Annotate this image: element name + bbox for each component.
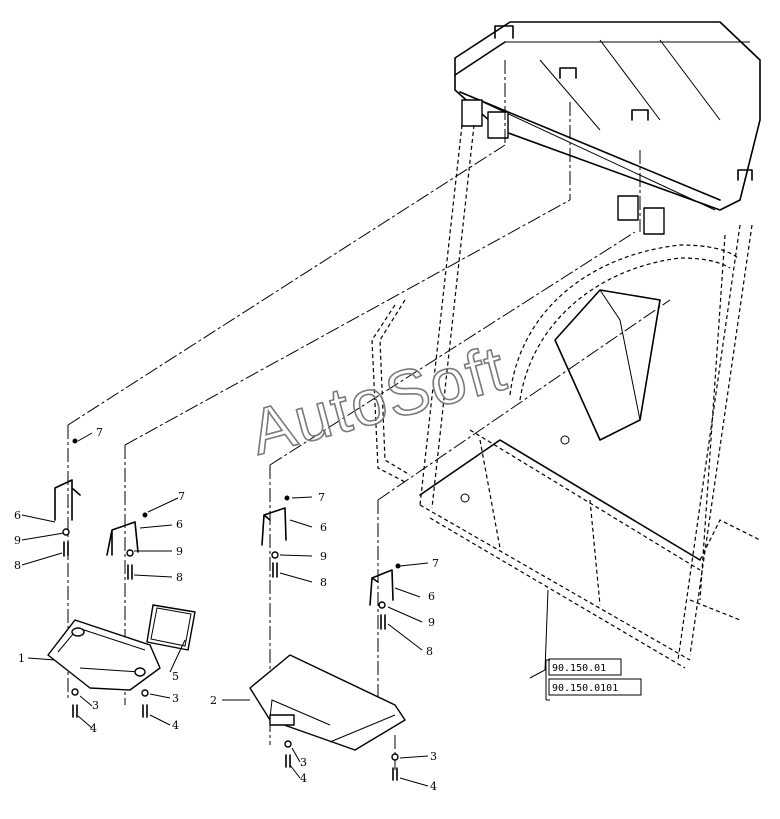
callout-3: 3 [92,699,99,712]
callout-7: 7 [178,490,185,503]
callout-6: 6 [428,590,435,603]
callout-7: 7 [432,557,439,570]
callout-3: 3 [430,750,437,763]
reference-boxes: 90.150.01 90.150.0101 [545,658,642,701]
callout-4: 4 [90,722,97,735]
lens-5 [146,604,196,651]
callout-6: 6 [320,521,327,534]
callout-5: 5 [172,670,179,683]
callout-6: 6 [176,518,183,531]
leader-lines [21,432,549,787]
callout-9: 9 [428,616,435,629]
callout-8: 8 [320,576,327,589]
reference-90-150-01: 90.150.01 [552,663,606,674]
callout-8: 8 [426,645,433,658]
lower-fasteners [71,688,399,781]
callout-2: 2 [210,694,217,707]
callout-4: 4 [172,719,179,732]
bracket-set-c [261,495,290,578]
lamp-housing-1 [47,619,161,691]
bracket-set-d [369,563,401,630]
callout-8: 8 [14,559,21,572]
callout-3: 3 [300,756,307,769]
callout-4: 4 [300,772,307,785]
callout-3: 3 [172,692,179,705]
autosoft-watermark: AutoSoft [243,331,514,468]
callout-7: 7 [318,491,325,504]
bracket-set-b [106,512,148,580]
callout-7: 7 [96,426,103,439]
callout-6: 6 [14,509,21,522]
reference-90-150-0101: 90.150.0101 [552,683,618,694]
callout-labels: 1 2 3 3 3 3 4 4 4 4 5 6 6 6 6 7 7 7 7 8 … [14,426,439,793]
cab-frame [371,124,761,669]
cab-roof [454,21,761,235]
callout-9: 9 [14,534,21,547]
lamp-housing-2 [249,654,406,751]
callout-4: 4 [430,780,437,793]
callout-9: 9 [320,550,327,563]
bracket-set-a [54,438,81,557]
callout-8: 8 [176,571,183,584]
callout-1: 1 [18,652,25,665]
callout-9: 9 [176,545,183,558]
